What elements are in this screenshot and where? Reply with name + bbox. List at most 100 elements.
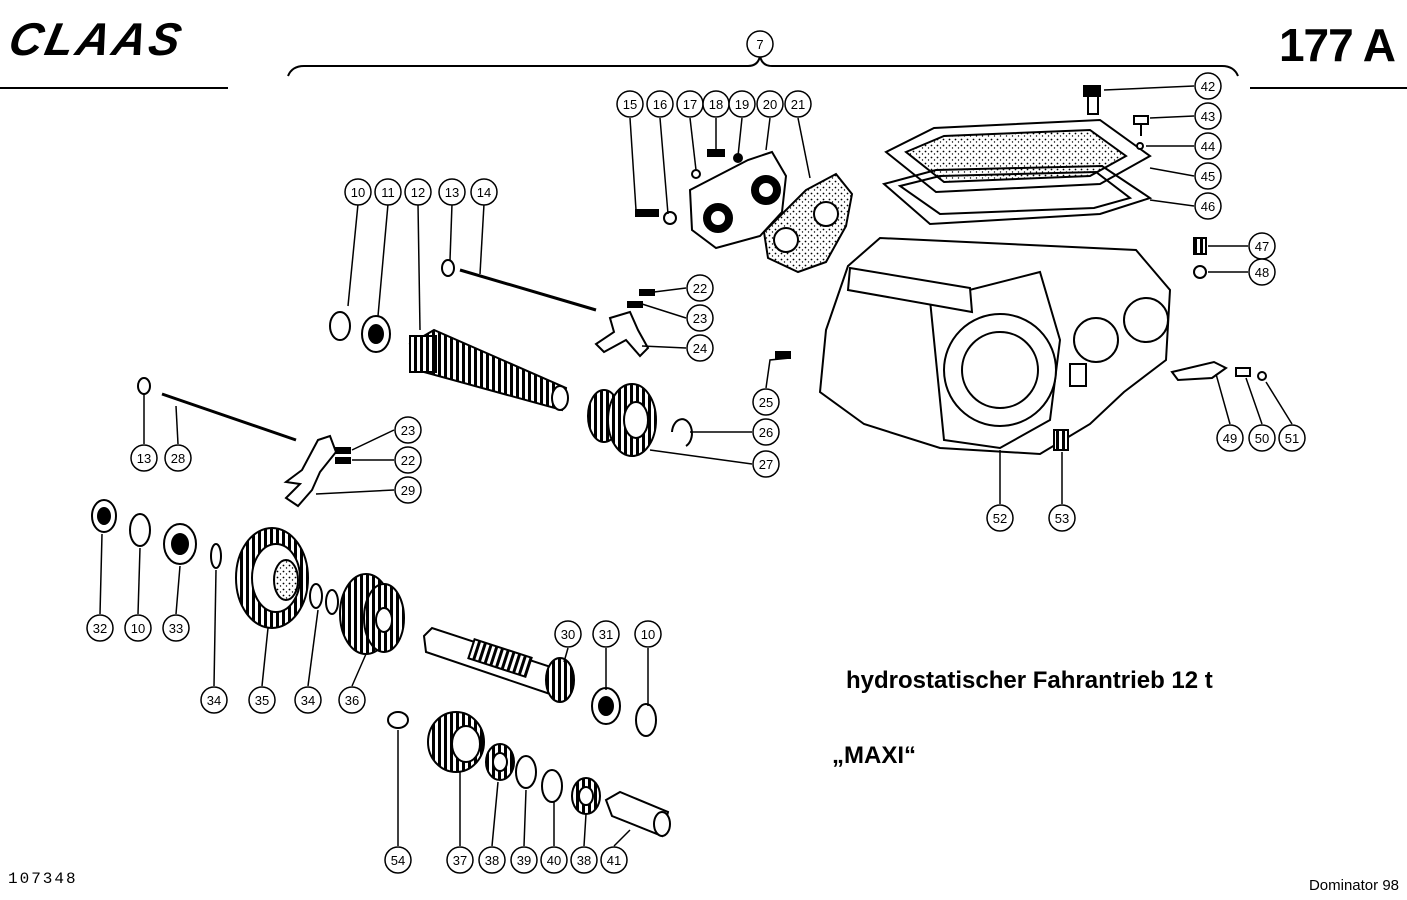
callout-label: 50 xyxy=(1255,431,1269,446)
callout-circle xyxy=(752,388,780,416)
callout-circle xyxy=(686,334,714,362)
callout-24: 24 xyxy=(686,334,714,362)
callout-label: 34 xyxy=(207,693,221,708)
callout-label: 20 xyxy=(763,97,777,112)
callout-20: 20 xyxy=(756,90,784,118)
callout-label: 29 xyxy=(401,483,415,498)
callout-circle xyxy=(1278,424,1306,452)
callout-circle xyxy=(600,846,628,874)
callout-circle xyxy=(1248,424,1276,452)
callout-circle xyxy=(446,846,474,874)
callout-17: 17 xyxy=(676,90,704,118)
callout-label: 54 xyxy=(391,853,405,868)
callout-label: 38 xyxy=(577,853,591,868)
callout-label: 44 xyxy=(1201,139,1215,154)
callout-51: 51 xyxy=(1278,424,1306,452)
callout-label: 13 xyxy=(137,451,151,466)
callout-circle xyxy=(756,90,784,118)
callout-40: 40 xyxy=(540,846,568,874)
callout-label: 21 xyxy=(791,97,805,112)
callout-23: 23 xyxy=(394,416,422,444)
callout-circle xyxy=(200,686,228,714)
callout-23: 23 xyxy=(686,304,714,332)
callout-43: 43 xyxy=(1194,102,1222,130)
callout-label: 40 xyxy=(547,853,561,868)
callout-circle xyxy=(646,90,674,118)
callout-54: 54 xyxy=(384,846,412,874)
callout-circle xyxy=(1194,72,1222,100)
callout-38: 38 xyxy=(478,846,506,874)
callout-label: 10 xyxy=(641,627,655,642)
diagram-variant: „MAXI“ xyxy=(832,742,916,769)
callout-circle xyxy=(130,444,158,472)
callout-28: 28 xyxy=(164,444,192,472)
callout-circle xyxy=(986,504,1014,532)
callout-circle xyxy=(1194,192,1222,220)
callout-14: 14 xyxy=(470,178,498,206)
callout-circle xyxy=(86,614,114,642)
callout-label: 45 xyxy=(1201,169,1215,184)
callout-45: 45 xyxy=(1194,162,1222,190)
callout-label: 26 xyxy=(759,425,773,440)
callout-label: 22 xyxy=(401,453,415,468)
callout-21: 21 xyxy=(784,90,812,118)
lower-shift-fork xyxy=(137,377,351,508)
callout-circle xyxy=(728,90,756,118)
callout-10: 10 xyxy=(634,620,662,648)
callout-11: 11 xyxy=(374,178,402,206)
upper-input-shaft xyxy=(329,259,597,412)
callout-label: 53 xyxy=(1055,511,1069,526)
callout-circle xyxy=(394,476,422,504)
callout-circle xyxy=(540,846,568,874)
callout-circle xyxy=(1048,504,1076,532)
callout-50: 50 xyxy=(1248,424,1276,452)
callout-label: 48 xyxy=(1255,265,1269,280)
callout-leaders xyxy=(99,85,1293,847)
callout-15: 15 xyxy=(616,90,644,118)
callout-7: 7 xyxy=(746,30,774,58)
callout-circle xyxy=(592,620,620,648)
callout-16: 16 xyxy=(646,90,674,118)
callout-46: 46 xyxy=(1194,192,1222,220)
callout-circle xyxy=(1194,132,1222,160)
callout-circle xyxy=(510,846,538,874)
callout-30: 30 xyxy=(554,620,582,648)
callout-label: 28 xyxy=(171,451,185,466)
callout-10: 10 xyxy=(344,178,372,206)
sliding-gear-cluster xyxy=(587,383,693,457)
callout-12: 12 xyxy=(404,178,432,206)
callout-label: 23 xyxy=(693,311,707,326)
callout-label: 10 xyxy=(131,621,145,636)
callout-37: 37 xyxy=(446,846,474,874)
callout-label: 7 xyxy=(756,37,763,52)
callout-circle xyxy=(374,178,402,206)
callout-label: 47 xyxy=(1255,239,1269,254)
callout-circle xyxy=(124,614,152,642)
callout-22: 22 xyxy=(394,446,422,474)
callout-circle xyxy=(478,846,506,874)
callout-circle xyxy=(294,686,322,714)
callout-circle xyxy=(746,30,774,58)
transmission-housing xyxy=(818,236,1172,456)
callout-label: 22 xyxy=(693,281,707,296)
callout-13: 13 xyxy=(438,178,466,206)
callout-39: 39 xyxy=(510,846,538,874)
callout-circle xyxy=(394,446,422,474)
callout-36: 36 xyxy=(338,686,366,714)
callout-29: 29 xyxy=(394,476,422,504)
machine-model: Dominator 98 xyxy=(1308,877,1399,894)
housing-fittings xyxy=(775,85,1267,451)
callout-label: 12 xyxy=(411,185,425,200)
callout-53: 53 xyxy=(1048,504,1076,532)
drawing-number: 107348 xyxy=(8,870,78,888)
callout-circle xyxy=(1248,258,1276,286)
callout-label: 25 xyxy=(759,395,773,410)
callout-label: 36 xyxy=(345,693,359,708)
callout-19: 19 xyxy=(728,90,756,118)
callout-circle xyxy=(438,178,466,206)
callout-27: 27 xyxy=(752,450,780,478)
callout-label: 11 xyxy=(381,185,395,200)
callout-18: 18 xyxy=(702,90,730,118)
callout-circle xyxy=(344,178,372,206)
callout-25: 25 xyxy=(752,388,780,416)
